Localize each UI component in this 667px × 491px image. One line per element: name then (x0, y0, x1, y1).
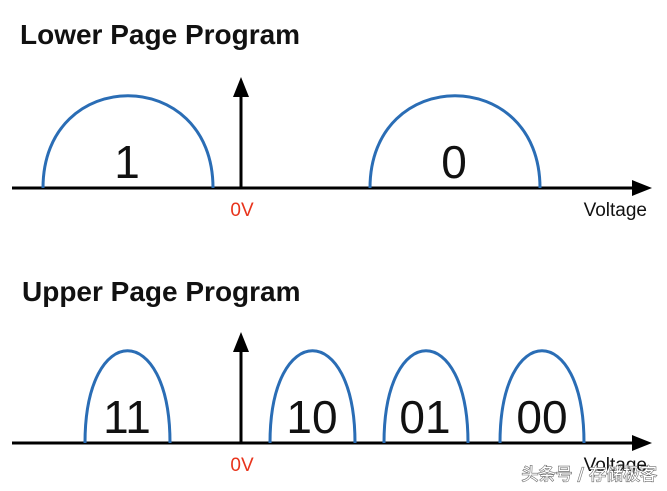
upper-state-11-label: 11 (103, 391, 151, 443)
upper-zero-volt-label: 0V (230, 455, 254, 476)
upper-voltage-label: Voltage (584, 455, 647, 476)
upper-state-00-distribution (498, 349, 586, 444)
upper-state-10-distribution (268, 349, 357, 444)
upper-page-panel: Upper Page Program 11 10 01 00 0V Voltag… (12, 276, 652, 476)
upper-voltage-axis-arrowhead (632, 435, 652, 451)
lower-voltage-axis-arrowhead (632, 180, 652, 196)
upper-state-11-distribution (83, 349, 172, 444)
upper-state-01-label: 01 (399, 391, 450, 443)
watermark-text: 头条号 / 存储极客 (521, 465, 657, 485)
lower-page-panel: Lower Page Program 1 0 0V Voltage (12, 19, 652, 221)
lower-zero-volt-label: 0V (230, 200, 254, 221)
upper-state-10-label: 10 (286, 391, 337, 443)
lower-state-0-distribution (368, 94, 542, 189)
upper-page-title: Upper Page Program (22, 276, 301, 307)
lower-state-1-distribution (41, 94, 215, 189)
lower-state-0-label: 0 (441, 136, 467, 188)
upper-state-00-label: 00 (516, 391, 567, 443)
upper-zero-axis-arrowhead (233, 332, 249, 352)
lower-state-1-label: 1 (114, 136, 140, 188)
lower-page-title: Lower Page Program (20, 19, 300, 50)
lower-zero-axis-arrowhead (233, 77, 249, 97)
upper-state-01-distribution (382, 349, 470, 444)
lower-voltage-label: Voltage (584, 200, 647, 221)
